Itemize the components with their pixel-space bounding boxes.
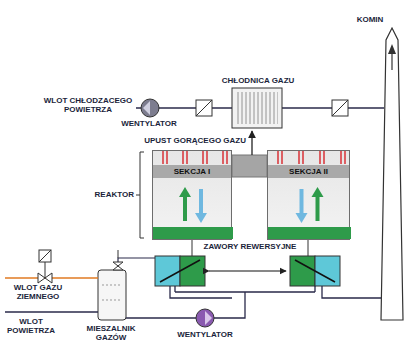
- process-label: CHŁODNICA GAZU: [212, 76, 304, 85]
- process-label: KOMIN: [345, 15, 395, 24]
- process-label: ZAWORY REWERSYJNE: [202, 242, 298, 251]
- section-title: SEKCJA I: [153, 165, 231, 178]
- process-label: WLOT GAZU ZIEMNEGO: [6, 283, 70, 301]
- reactor-section: SEKCJA II: [267, 150, 350, 240]
- process-label: REAKTOR: [88, 190, 134, 199]
- process-label: WENTYLATOR: [118, 119, 180, 128]
- process-label: WLOT POWIETRZA: [3, 317, 59, 335]
- process-label: UPUST GORĄCEGO GAZU: [132, 136, 246, 145]
- section-title: SEKCJA II: [268, 165, 349, 178]
- reactor-section: SEKCJA I: [152, 150, 232, 240]
- process-label: MIESZALNIK GAZÓW: [78, 324, 144, 342]
- process-label: WENTYLATOR: [174, 330, 236, 339]
- process-label: WLOT CHŁODZACEGO POWIETRZA: [40, 96, 136, 114]
